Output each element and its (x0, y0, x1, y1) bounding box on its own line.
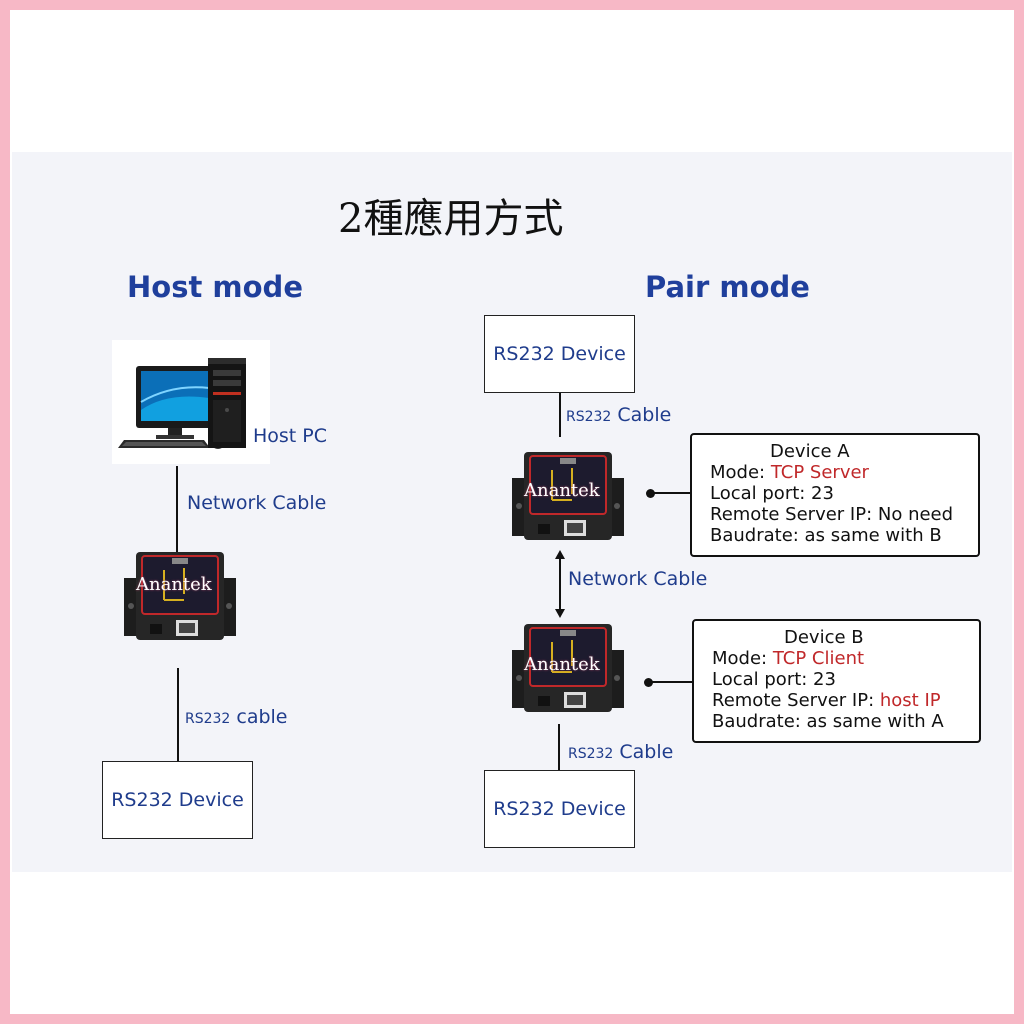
host-serial-adapter: Anantek (124, 548, 236, 644)
device-b-name: Device B (784, 627, 864, 648)
device-a-local-port: Local port: 23 (710, 483, 834, 504)
device-a-name: Device A (770, 441, 850, 462)
device-a-baudrate: Baudrate: as same with B (710, 525, 942, 546)
host-rs232-device-box: RS232 Device (102, 761, 253, 839)
device-b-remote-ip: Remote Server IP: host IP (712, 690, 941, 711)
pair-bottom-rs232-device-label: RS232 Device (493, 798, 626, 820)
serial-server-icon (124, 552, 236, 640)
device-a-connector-line (650, 492, 692, 494)
host-rs232-device-label: RS232 Device (111, 789, 244, 811)
device-a-remote-ip: Remote Server IP: No need (710, 504, 954, 525)
host-rs232-cable-label: RS232 cable (185, 706, 288, 728)
pair-bottom-cable-line (558, 724, 560, 772)
host-adapter-brand: Anantek (136, 574, 212, 595)
pair-top-rs232-device-label: RS232 Device (493, 343, 626, 365)
device-b-info-box: Device B Mode: TCP Client Local port: 23… (692, 619, 981, 743)
host-pc-image (112, 340, 270, 464)
device-b-mode: Mode: TCP Client (712, 648, 865, 669)
device-a-info-box: Device A Mode: TCP Server Local port: 23… (690, 433, 980, 557)
pair-bottom-cable-label: RS232 Cable (568, 741, 674, 763)
page-title: 2種應用方式 (338, 196, 564, 242)
host-pc-label: Host PC (253, 425, 328, 447)
pair-top-rs232-device-box: RS232 Device (484, 315, 635, 393)
device-b-connector-line (648, 681, 694, 683)
pair-top-cable-line (559, 393, 561, 437)
serial-server-icon (512, 452, 624, 540)
double-arrow-icon (555, 550, 565, 618)
device-a-mode: Mode: TCP Server (710, 462, 869, 483)
pair-adapter-a: Anantek (512, 448, 624, 544)
host-mode-heading: Host mode (127, 270, 303, 304)
desktop-computer-icon (118, 358, 246, 449)
pair-top-cable-label: RS232 Cable (566, 404, 672, 426)
host-rs232-cable-line (177, 668, 179, 762)
device-b-local-port: Local port: 23 (712, 669, 836, 690)
pair-network-cable-label: Network Cable (568, 568, 708, 590)
pair-adapter-b-brand: Anantek (524, 654, 600, 675)
pair-mode-heading: Pair mode (645, 270, 810, 304)
pair-adapter-a-brand: Anantek (524, 480, 600, 501)
pair-bottom-rs232-device-box: RS232 Device (484, 770, 635, 848)
device-b-baudrate: Baudrate: as same with A (712, 711, 944, 732)
host-network-cable-line (176, 466, 178, 562)
host-network-cable-label: Network Cable (187, 492, 327, 514)
serial-server-icon (512, 624, 624, 712)
pair-adapter-b: Anantek (512, 620, 624, 716)
